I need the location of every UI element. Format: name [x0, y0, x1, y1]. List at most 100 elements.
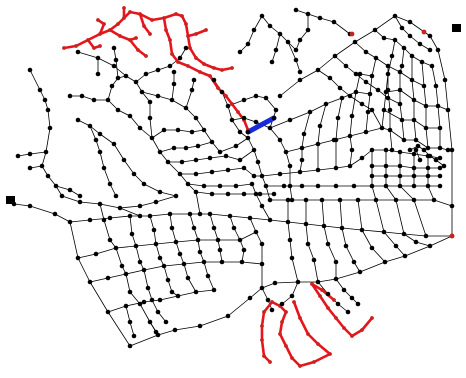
junction — [438, 156, 443, 161]
junction — [254, 230, 259, 235]
junction — [76, 118, 81, 123]
junction — [172, 70, 177, 75]
pipe — [372, 110, 382, 128]
junction — [124, 74, 129, 79]
junction — [68, 94, 73, 99]
junction — [286, 220, 291, 225]
junction — [340, 96, 345, 101]
junction — [250, 182, 255, 187]
junction — [142, 300, 147, 305]
junction — [114, 194, 119, 199]
junction — [240, 260, 245, 265]
junction — [206, 274, 211, 279]
junction — [316, 184, 321, 189]
junction — [370, 184, 375, 189]
highlighted-junction — [184, 22, 188, 26]
junction — [194, 290, 199, 295]
junction — [424, 234, 429, 239]
highlighted-junction — [144, 54, 148, 58]
junction — [442, 164, 447, 169]
junction — [156, 68, 161, 73]
junction — [248, 296, 253, 301]
junction — [424, 126, 429, 131]
junction — [266, 298, 271, 303]
junction — [226, 192, 231, 197]
junction — [340, 226, 345, 231]
junction — [238, 130, 243, 135]
highlighted-junction — [186, 34, 190, 38]
junction — [98, 202, 103, 207]
junction — [274, 108, 279, 113]
junction — [28, 152, 33, 157]
junction — [278, 172, 283, 177]
pipe — [108, 76, 150, 102]
pipe — [300, 112, 310, 172]
junction — [210, 140, 215, 145]
junction — [426, 166, 431, 171]
junction — [260, 174, 265, 179]
junction — [168, 64, 173, 69]
junction — [436, 104, 441, 109]
junction — [168, 212, 173, 217]
highlighted-junction — [128, 38, 132, 42]
junction — [28, 204, 33, 209]
junction — [154, 330, 159, 335]
junction — [324, 102, 329, 107]
junction — [328, 76, 333, 81]
junction — [412, 174, 417, 179]
junction — [348, 164, 353, 169]
highlighted-junction — [216, 86, 220, 90]
junction — [132, 334, 137, 339]
junction — [194, 172, 199, 177]
pipe — [78, 52, 126, 76]
junction — [158, 298, 163, 303]
junction — [438, 174, 443, 179]
junction — [130, 232, 135, 237]
junction — [202, 128, 207, 133]
highlighted-junction — [292, 300, 296, 304]
junction — [198, 324, 203, 329]
junction — [286, 198, 291, 203]
highlighted-junction — [212, 66, 216, 70]
junction — [202, 184, 207, 189]
pipe — [240, 232, 256, 240]
highlighted-junction — [230, 66, 234, 70]
highlighted-junction — [162, 16, 166, 20]
junction — [414, 148, 419, 153]
junction — [98, 132, 103, 137]
junction — [412, 184, 417, 189]
highlighted-junction — [318, 294, 322, 298]
highlighted-junction — [204, 28, 208, 32]
junction — [118, 206, 123, 211]
highlighted-junction — [186, 64, 190, 68]
junction — [412, 152, 417, 157]
highlighted-junction — [450, 234, 455, 239]
junction — [364, 130, 369, 135]
junction — [108, 182, 113, 187]
junction — [128, 214, 133, 219]
junction — [278, 94, 283, 99]
highlighted-junction — [262, 310, 266, 314]
highlighted-junction — [98, 44, 102, 48]
junction — [226, 104, 231, 109]
pipe — [280, 16, 430, 96]
junction — [350, 296, 355, 301]
junction — [290, 256, 295, 261]
junction — [124, 272, 129, 277]
highlighted-junction — [370, 316, 374, 320]
pipe — [376, 200, 405, 256]
junction — [184, 106, 189, 111]
junction — [88, 280, 93, 285]
junction — [438, 166, 443, 171]
junction — [432, 198, 437, 203]
highlighted-junction — [260, 338, 264, 342]
junction — [224, 154, 229, 159]
junction — [438, 146, 443, 151]
junction — [92, 98, 97, 103]
junction — [112, 64, 117, 69]
junction — [354, 72, 359, 77]
junction — [164, 320, 169, 325]
junction — [412, 166, 417, 171]
junction — [54, 184, 59, 189]
junction — [134, 80, 139, 85]
